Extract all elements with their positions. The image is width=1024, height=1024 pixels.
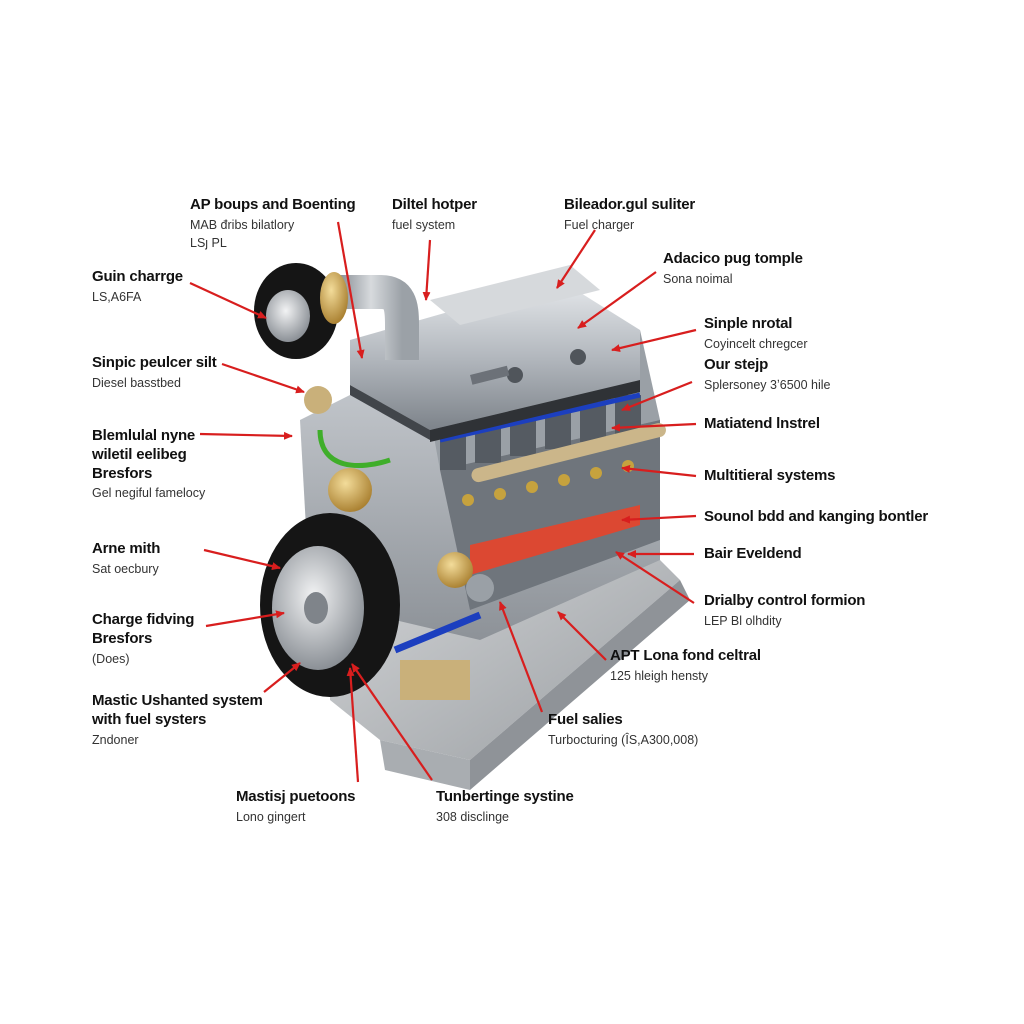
turbo-housing [254,263,348,359]
callout-subtitle: 125 hleigh hensty [610,668,708,683]
red-arrow-icon [557,611,607,661]
callout-title: AP boups and Boenting [190,196,356,213]
callout-title: Mastic Ushanted system [92,692,263,709]
callout-r7: Bair Eveldend [704,545,802,564]
callout-title: Drialby control formion [704,592,866,609]
red-arrow-icon [621,464,697,478]
callout-subtitle: Diesel basstbed [92,375,181,390]
callout-title: wiletil eelibeg [92,445,187,463]
callout-r9: APT Lona fond celtral 125 hleigh hensty [610,647,761,684]
callout-subtitle: Sat oecbury [92,561,159,576]
red-arrow-icon [611,422,697,432]
callout-r6: Sounol bdd and kanging bontler [704,508,928,527]
callout-subtitle: (Does) [92,651,130,666]
callout-subtitle: Coyincelt chregcer [704,336,808,351]
callout-subtitle: Sona noimal [663,271,733,286]
callout-subtitle: Splersoney 3ʼ6500 hile [704,377,831,392]
red-arrow-icon [221,362,305,394]
red-arrow-icon [351,663,433,781]
callout-title: APT Lona fond celtral [610,647,761,664]
red-arrow-icon [615,551,695,604]
crank-pulley [260,513,400,697]
callout-subtitle: Gel negiful famelocy [92,486,206,501]
callout-title: Multitieral systems [704,467,836,484]
callout-subtitle: LEP Bl olhdity [704,613,782,628]
callout-title: Sinpic peulcer silt [92,354,217,371]
red-arrow-icon [199,431,293,440]
callout-title: Bair Eveldend [704,545,802,562]
callout-subtitle: Turbocturing (ÎS,A300,008) [548,732,699,747]
intake-pipe [340,275,419,360]
callout-title: Bresfors [92,464,153,482]
red-arrow-icon [422,239,432,301]
callout-title: Blemlulal nyne [92,427,196,444]
callout-subtitle: Zndoner [92,732,139,747]
callout-r5: Multitieral systems [704,467,835,486]
callout-title: Bresfors [92,629,153,647]
red-arrow-icon [621,380,693,412]
callout-title: Matiatend lnstrel [704,415,820,432]
red-arrow-icon [205,610,285,628]
callout-title: Our stejp [704,356,769,373]
callout-title: Bileador.gul suliter [564,196,696,213]
callout-subtitle: Fuel charger [564,217,635,232]
red-arrow-icon [556,229,596,289]
callout-title: Adacico pug tomple [663,250,803,267]
red-arrow-icon [203,548,281,571]
red-arrow-icon [611,328,697,353]
callout-subtitle: fuel system [392,217,456,232]
callout-top2: Diltel hotper fuel system [392,196,477,233]
callout-title: Diltel hotper [392,196,477,213]
red-arrow-icon [498,601,544,713]
callout-title: Charge fidving [92,611,195,628]
red-arrow-icon [189,282,267,319]
red-arrow-icon [336,221,365,359]
callout-title: Fuel salies [548,711,623,728]
red-arrow-icon [621,514,697,524]
callout-title: with fuel systers [92,710,207,728]
callout-subtitle: LSȷ PL [190,236,227,251]
callout-title: Arne mith [92,540,161,557]
callout-title: Guin charrge [92,268,183,285]
callout-subtitle: 308 disclinge [436,809,509,824]
callout-subtitle: Lono gingert [236,809,306,824]
callout-title: Sinple nrotal [704,315,793,332]
callout-subtitle: MAB đribs bilatlory [190,217,295,232]
callout-title: Tunbertinge systine [436,788,574,805]
callout-subtitle: LS,A6FA [92,289,142,304]
callout-r4: Matiatend lnstrel [704,415,820,434]
callout-b2: Tunbertinge systine 308 disclinge [436,788,574,825]
red-arrow-icon [577,271,657,329]
red-arrow-icon [346,667,360,783]
leader-arrows [189,221,697,783]
callout-title: Mastisj puetoons [236,788,356,805]
callout-title: Sounol bdd and kanging bontler [704,508,928,525]
red-arrow-icon [263,662,301,693]
